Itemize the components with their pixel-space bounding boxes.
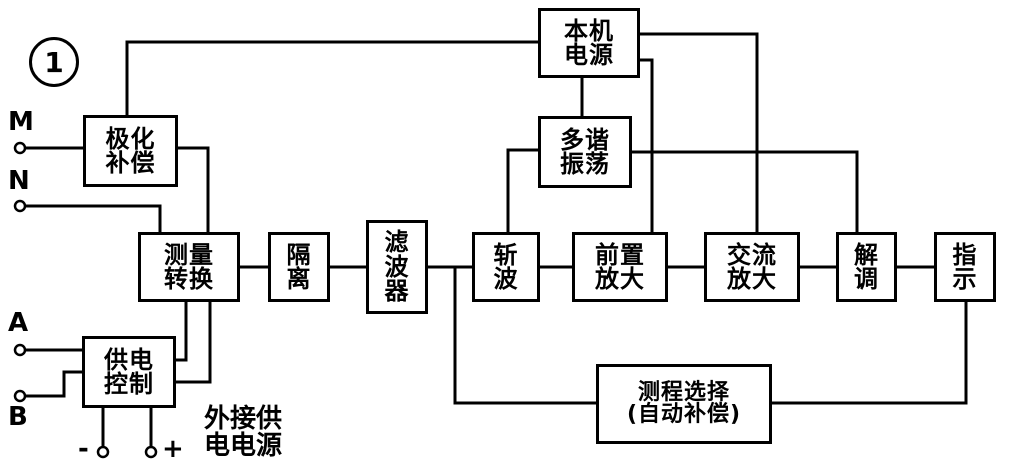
demodulator-line2: 调 <box>854 265 879 293</box>
measure-convert-line1: 测量 <box>164 240 214 269</box>
terminal-m-label: M <box>8 107 34 137</box>
measure-convert-line2: 转换 <box>164 265 214 293</box>
terminal-m-dot <box>13 141 27 155</box>
power-supply-control-block: 供电 控制 <box>82 336 176 408</box>
polarization-compensation-block: 极化 补偿 <box>83 115 178 187</box>
terminal-n-label: N <box>8 166 30 196</box>
range-selection-line1: 测程选择 <box>637 379 730 405</box>
terminal-minus-dot <box>96 445 110 459</box>
measure-convert-block: 测量 转换 <box>138 232 240 302</box>
terminal-n-dot <box>13 199 27 213</box>
filter-block: 滤 波 器 <box>366 220 428 314</box>
terminal-b-dot <box>13 389 27 403</box>
external-supply-line2: 电电源 <box>204 431 283 462</box>
terminal-a-dot <box>13 343 27 357</box>
local-power-line1: 本机 <box>564 16 614 45</box>
chopper-line1: 斩 <box>493 240 519 269</box>
range-selection-block: 测程选择 (自动补偿) <box>596 364 772 444</box>
terminal-plus-dot <box>144 445 158 459</box>
isolation-block: 隔 离 <box>268 232 330 302</box>
polarization-line1: 极化 <box>105 124 156 153</box>
isolation-line1: 隔 <box>286 240 312 269</box>
multivibrator-line2: 振荡 <box>560 150 610 178</box>
figure-number: 1 <box>29 37 79 87</box>
indicator-line1: 指 <box>952 240 978 269</box>
ac-amplifier-line1: 交流 <box>727 240 777 269</box>
supply-control-line1: 供电 <box>104 345 154 374</box>
external-supply-label: 外接供 电电源 <box>204 404 283 462</box>
external-supply-line1: 外接供 <box>204 404 283 434</box>
range-selection-line2: (自动补偿) <box>626 402 742 427</box>
isolation-line2: 离 <box>286 265 312 293</box>
terminal-a-label: A <box>8 308 29 338</box>
indicator-block: 指 示 <box>934 232 996 302</box>
chopper-block: 斩 波 <box>472 232 540 302</box>
filter-line3: 器 <box>384 277 410 306</box>
preamp-line1: 前置 <box>595 240 645 269</box>
supply-control-line2: 控制 <box>104 370 154 398</box>
terminal-plus-label: + <box>162 434 184 464</box>
ac-amplifier-line2: 放大 <box>727 265 777 293</box>
demodulator-block: 解 调 <box>836 232 897 302</box>
terminal-b-label: B <box>8 402 28 432</box>
multivibrator-line1: 多谐 <box>560 125 610 154</box>
indicator-line2: 示 <box>952 265 978 293</box>
local-power-block: 本机 电源 <box>538 8 640 78</box>
filter-line2: 波 <box>384 252 410 281</box>
terminal-minus-label: - <box>78 434 89 464</box>
polarization-line2: 补偿 <box>105 149 156 177</box>
multivibrator-block: 多谐 振荡 <box>538 116 632 188</box>
chopper-line2: 波 <box>493 265 519 293</box>
ac-amplifier-block: 交流 放大 <box>704 232 800 302</box>
preamp-line2: 放大 <box>595 265 645 293</box>
filter-line1: 滤 <box>384 228 410 257</box>
preamp-block: 前置 放大 <box>572 232 668 302</box>
local-power-line2: 电源 <box>564 41 614 69</box>
demodulator-line1: 解 <box>854 240 879 269</box>
